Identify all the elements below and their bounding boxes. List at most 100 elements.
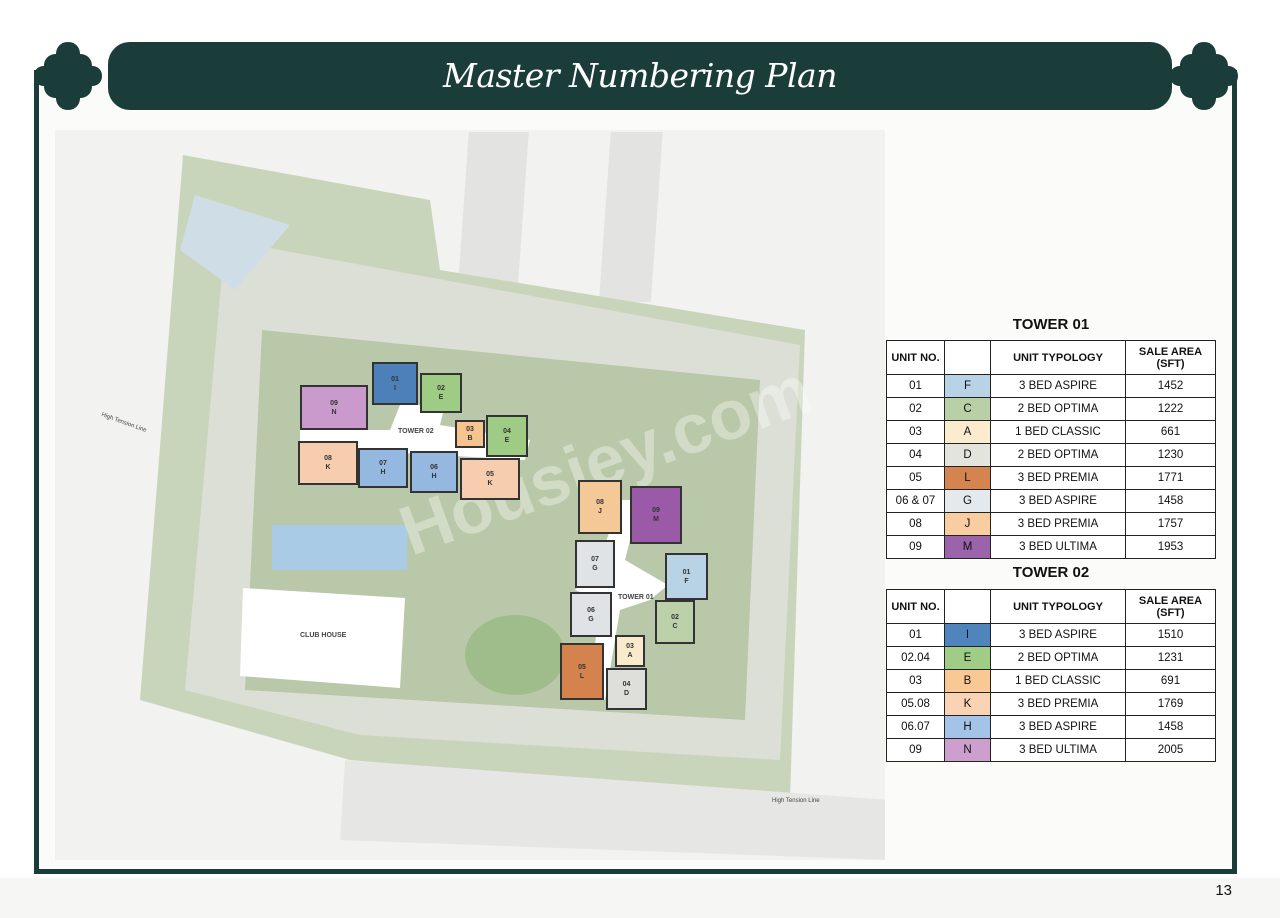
sale-area: 1458 [1125, 489, 1216, 513]
col-area: SALE AREA (SFT) [1125, 340, 1216, 375]
unit-code: D [623, 690, 630, 697]
unit-code: K [325, 464, 331, 471]
tower01-label: TOWER 01 [618, 594, 654, 601]
unit-number: 07 [591, 556, 599, 563]
unit-code: H [431, 473, 437, 480]
clubhouse-label: CLUB HOUSE [300, 632, 347, 639]
title-banner: Master Numbering Plan [108, 42, 1172, 110]
sale-area: 661 [1125, 420, 1216, 444]
unit-code: G [588, 615, 594, 623]
unit-no: 09 [886, 738, 945, 762]
unit-code: K [487, 480, 493, 487]
col-swatch [944, 340, 991, 375]
footer-strip [0, 878, 1280, 918]
unit-number: 08 [596, 499, 604, 506]
unit-code-swatch: L [944, 466, 991, 490]
col-typology: UNIT TYPOLOGY [990, 340, 1126, 375]
unit-typology: 3 BED ASPIRE [990, 374, 1126, 398]
unit-code: H [380, 469, 386, 476]
sale-area: 1458 [1125, 715, 1216, 739]
sale-area: 1452 [1125, 374, 1216, 398]
unit-code-swatch: F [944, 374, 991, 398]
unit-no: 03 [886, 420, 945, 444]
sale-area: 1769 [1125, 692, 1216, 716]
unit-code: M [653, 516, 659, 523]
unit-number: 02 [437, 385, 445, 392]
unit-typology: 3 BED ASPIRE [990, 489, 1126, 513]
col-area: SALE AREA (SFT) [1125, 589, 1216, 624]
unit-no: 05 [886, 466, 945, 490]
sale-area: 1231 [1125, 646, 1216, 670]
tower01-table-title: TOWER 01 [1012, 316, 1090, 333]
unit-typology: 3 BED PREMIA [990, 512, 1126, 536]
unit-no: 04 [886, 443, 945, 467]
sale-area: 1771 [1125, 466, 1216, 490]
unit-number: 05 [486, 471, 494, 478]
unit-no: 05.08 [886, 692, 945, 716]
unit-no: 02.04 [886, 646, 945, 670]
sale-area: 1953 [1125, 535, 1216, 559]
unit-number: 04 [622, 681, 631, 688]
col-unit-no: UNIT NO. [886, 589, 945, 624]
unit-number: 03 [626, 643, 634, 650]
ornament-right-icon [1170, 42, 1238, 110]
ornament-left-icon [34, 42, 102, 110]
unit-no: 02 [886, 397, 945, 421]
unit-number: 08 [324, 455, 332, 462]
unit-no: 03 [886, 669, 945, 693]
unit-code-swatch: M [944, 535, 991, 559]
col-unit-no: UNIT NO. [886, 340, 945, 375]
unit-code: G [592, 565, 598, 572]
tower02-table-title: TOWER 02 [1012, 564, 1090, 581]
unit-number: 07 [379, 460, 387, 467]
unit-number: 01 [682, 568, 691, 576]
unit-number: 06 [430, 464, 438, 471]
unit-code: N [331, 408, 337, 416]
unit-code: J [598, 508, 602, 515]
unit-code: I [394, 384, 396, 392]
unit-typology: 3 BED PREMIA [990, 466, 1126, 490]
unit-number: 03 [466, 426, 474, 433]
unit-code: F [684, 577, 689, 585]
unit-code: L [579, 672, 585, 680]
unit-code-swatch: K [944, 692, 991, 716]
unit-typology: 3 BED PREMIA [990, 692, 1126, 716]
unit-code-swatch: H [944, 715, 991, 739]
unit-typology: 3 BED ULTIMA [990, 535, 1126, 559]
unit-number: 06 [587, 606, 595, 614]
unit-code-swatch: D [944, 443, 991, 467]
col-swatch [944, 589, 991, 624]
unit-no: 09 [886, 535, 945, 559]
sale-area: 691 [1125, 669, 1216, 693]
sale-area: 1510 [1125, 623, 1216, 647]
unit-typology: 1 BED CLASSIC [990, 420, 1126, 444]
unit-number: 01 [391, 375, 399, 383]
tower02-label: TOWER 02 [398, 428, 434, 435]
unit-no: 06 & 07 [886, 489, 945, 513]
unit-number: 05 [578, 663, 586, 671]
